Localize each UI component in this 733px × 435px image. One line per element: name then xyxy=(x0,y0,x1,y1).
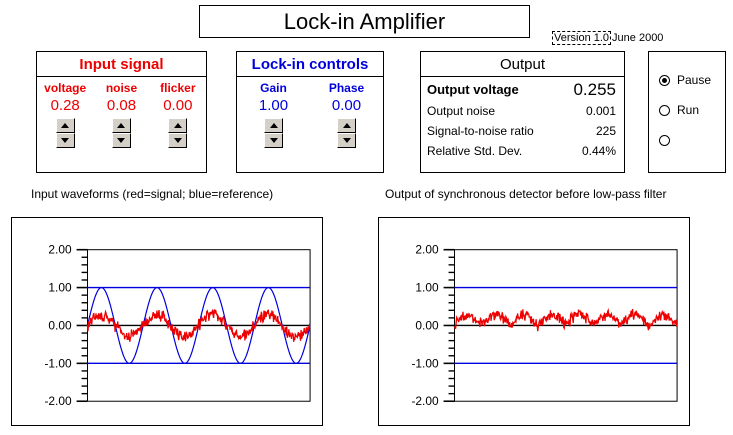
svg-text:-1.00: -1.00 xyxy=(411,356,439,370)
output-panel-header: Output xyxy=(421,52,624,77)
input-signal-header: Input signal xyxy=(37,52,206,77)
chart-caption-right: Output of synchronous detector before lo… xyxy=(385,187,667,201)
field-phase-label: Phase xyxy=(328,81,365,95)
lockin-controls-panel: Lock-in controls Gain 1.00 Phase 0.00 xyxy=(236,51,384,173)
lockin-controls-header: Lock-in controls xyxy=(237,52,383,77)
svg-text:0.00: 0.00 xyxy=(48,318,72,332)
radio-option-pause-label: Pause xyxy=(677,73,712,87)
arrow-up-icon xyxy=(173,123,182,128)
left-chart-axis: 2.00 1.00 0.00 -1.00 -2.00 xyxy=(44,243,311,408)
run-control-panel: Pause Run xyxy=(648,51,726,173)
left-chart-traces xyxy=(86,286,311,365)
version-tag: Version 1.0 xyxy=(552,31,612,45)
radio-option-pause[interactable]: Pause xyxy=(649,65,725,95)
field-flicker: flicker 0.00 xyxy=(150,77,206,172)
noise-decrement-button[interactable] xyxy=(111,133,131,148)
gain-increment-button[interactable] xyxy=(264,118,283,133)
output-snr-label: Signal-to-noise ratio xyxy=(427,124,534,138)
input-signal-panel: Input signal voltage 0.28 noise 0.08 fli… xyxy=(36,51,207,173)
radio-option-run[interactable]: Run xyxy=(649,95,725,125)
svg-text:-1.00: -1.00 xyxy=(44,356,72,370)
arrow-down-icon xyxy=(173,138,182,143)
output-rsd-label: Relative Std. Dev. xyxy=(427,144,523,158)
page-title: Lock-in Amplifier xyxy=(283,8,446,34)
arrow-down-icon xyxy=(269,138,278,143)
chart-caption-left: Input waveforms (red=signal; blue=refere… xyxy=(31,187,274,201)
arrow-down-icon xyxy=(61,138,70,143)
field-flicker-value: 0.00 xyxy=(163,97,193,114)
arrow-up-icon xyxy=(117,123,126,128)
radio-unselected-icon xyxy=(659,104,670,116)
input-waveform-svg: 2.00 1.00 0.00 -1.00 -2.00 xyxy=(44,243,311,408)
field-voltage-label: voltage xyxy=(44,81,87,95)
field-noise-value: 0.08 xyxy=(106,97,137,114)
field-phase-value: 0.00 xyxy=(331,97,362,114)
gain-decrement-button[interactable] xyxy=(264,133,283,148)
detector-output-chart: 2.00 1.00 0.00 -1.00 -2.00 xyxy=(378,217,690,426)
gain-stepper[interactable] xyxy=(264,118,283,148)
input-waveform-chart: 2.00 1.00 0.00 -1.00 -2.00 xyxy=(11,217,323,426)
lockin-controls-fields: Gain 1.00 Phase 0.00 xyxy=(237,77,383,172)
field-gain: Gain 1.00 xyxy=(237,77,310,172)
flicker-stepper[interactable] xyxy=(168,118,188,148)
radio-option-run-label: Run xyxy=(677,103,700,117)
field-flicker-label: flicker xyxy=(160,81,196,95)
arrow-down-icon xyxy=(117,138,126,143)
field-noise-label: noise xyxy=(105,81,138,95)
voltage-decrement-button[interactable] xyxy=(55,133,75,148)
arrow-down-icon xyxy=(342,138,351,143)
output-noise-label: Output noise xyxy=(427,104,496,118)
detector-output-svg: 2.00 1.00 0.00 -1.00 -2.00 xyxy=(411,243,678,408)
radio-selected-icon xyxy=(659,74,670,86)
field-phase: Phase 0.00 xyxy=(310,77,383,172)
noise-stepper[interactable] xyxy=(111,118,131,148)
voltage-increment-button[interactable] xyxy=(55,118,75,133)
phase-stepper[interactable] xyxy=(337,118,356,148)
right-chart-traces xyxy=(453,286,678,365)
voltage-stepper[interactable] xyxy=(55,118,75,148)
version-date: June 2000 xyxy=(612,32,664,44)
phase-decrement-button[interactable] xyxy=(337,133,356,148)
output-row-snr: Signal-to-noise ratio 225 xyxy=(421,121,624,141)
svg-text:1.00: 1.00 xyxy=(415,281,439,295)
field-noise: noise 0.08 xyxy=(93,77,149,172)
right-chart-axis: 2.00 1.00 0.00 -1.00 -2.00 xyxy=(411,243,678,408)
output-noise-value: 0.001 xyxy=(585,104,616,118)
output-panel: Output Output voltage 0.255 Output noise… xyxy=(420,51,625,173)
field-voltage: voltage 0.28 xyxy=(37,77,93,172)
output-readouts: Output voltage 0.255 Output noise 0.001 … xyxy=(421,77,624,161)
radio-option-third[interactable] xyxy=(649,125,725,155)
svg-text:-2.00: -2.00 xyxy=(411,394,439,408)
flicker-decrement-button[interactable] xyxy=(168,133,188,148)
field-gain-label: Gain xyxy=(260,81,287,95)
svg-text:1.00: 1.00 xyxy=(48,281,72,295)
output-voltage-value: 0.255 xyxy=(573,80,616,99)
field-gain-value: 1.00 xyxy=(258,97,289,114)
noise-increment-button[interactable] xyxy=(111,118,131,133)
output-row-rsd: Relative Std. Dev. 0.44% xyxy=(421,141,624,161)
arrow-up-icon xyxy=(269,123,278,128)
svg-text:2.00: 2.00 xyxy=(48,243,72,257)
output-row-noise: Output noise 0.001 xyxy=(421,101,624,121)
field-voltage-value: 0.28 xyxy=(50,97,80,114)
flicker-increment-button[interactable] xyxy=(168,118,188,133)
output-row-voltage: Output voltage 0.255 xyxy=(421,79,624,101)
input-signal-fields: voltage 0.28 noise 0.08 flicker 0.00 xyxy=(37,77,206,172)
svg-text:-2.00: -2.00 xyxy=(44,394,72,408)
app-title-box: Lock-in Amplifier xyxy=(199,5,530,38)
arrow-up-icon xyxy=(342,123,351,128)
output-voltage-label: Output voltage xyxy=(427,82,519,97)
radio-unselected-icon xyxy=(659,134,670,146)
output-snr-value: 225 xyxy=(595,124,616,138)
svg-text:0.00: 0.00 xyxy=(415,318,439,332)
svg-text:2.00: 2.00 xyxy=(415,243,439,257)
version-line: Version 1.0 June 2000 xyxy=(552,31,663,45)
output-rsd-value: 0.44% xyxy=(581,144,616,158)
arrow-up-icon xyxy=(61,123,70,128)
phase-increment-button[interactable] xyxy=(337,118,356,133)
